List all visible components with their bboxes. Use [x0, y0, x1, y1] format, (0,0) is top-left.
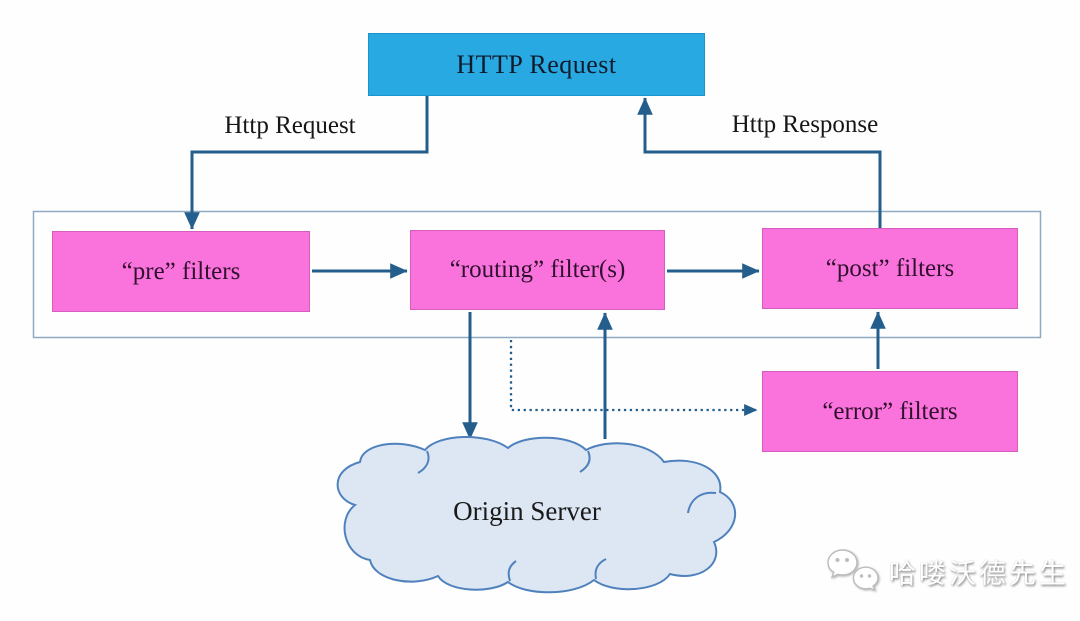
cloud-tuft-line	[417, 450, 430, 474]
watermark: 哈喽沃德先生	[826, 548, 1069, 594]
routing-filters-box: “routing” filter(s)	[410, 230, 665, 310]
origin-server-label: Origin Server	[453, 496, 601, 526]
chat-bubble-small	[852, 566, 879, 592]
post-filters-label: “post” filters	[825, 254, 955, 282]
bubble-eye	[859, 574, 864, 578]
http-request-flow-label: Http Request	[224, 112, 356, 139]
cloud-tuft-line	[687, 491, 717, 514]
filters-container-border	[32, 210, 1042, 339]
http-request-box: HTTP Request	[368, 33, 705, 96]
request-flow-connector	[184, 96, 429, 230]
origin-server-cloud-shape	[336, 436, 737, 594]
cloud-tuft-line	[594, 558, 607, 580]
cloud-tuft-line	[579, 450, 591, 473]
chat-bubble-large	[827, 549, 858, 579]
bubble-eye	[845, 558, 849, 562]
pre-filters-box: “pre” filters	[52, 231, 310, 312]
pre-filters-label: “pre” filters	[121, 257, 241, 285]
watermark-text: 哈喽沃德先生	[889, 558, 1069, 590]
error-filters-box: “error” filters	[762, 371, 1018, 452]
http-request-box-label: HTTP Request	[456, 49, 617, 79]
error-filters-label: “error” filters	[822, 397, 958, 425]
bubble-eye	[835, 558, 840, 562]
cloud-outline	[336, 436, 737, 594]
cloud-tuft-line	[507, 560, 517, 582]
response-flow-connector	[637, 97, 882, 228]
bubble-eye	[867, 574, 872, 578]
http-response-flow-label: Http Response	[731, 111, 879, 138]
routing-to-error-dotted-connector	[509, 340, 758, 416]
wechat-icon	[827, 549, 879, 592]
post-filters-box: “post” filters	[762, 228, 1018, 309]
routing-filters-label: “routing” filter(s)	[449, 256, 626, 283]
